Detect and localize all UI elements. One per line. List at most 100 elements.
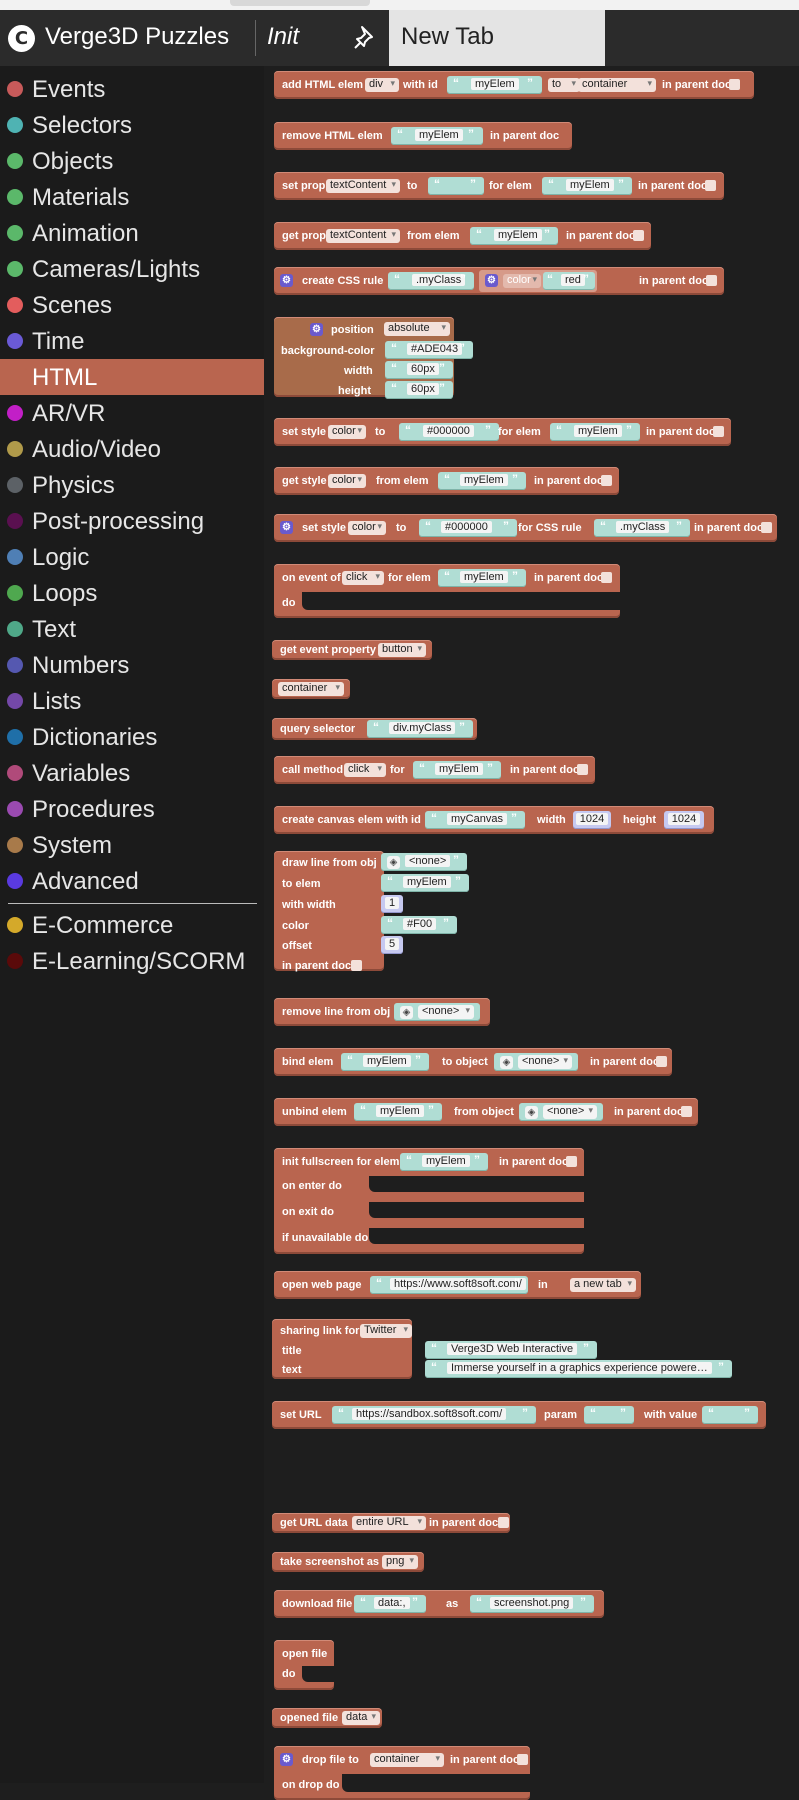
block-set-style-css-rule[interactable]: ⚙ set style color to “#000000” for CSS r…: [274, 514, 777, 542]
object-dropdown[interactable]: <none>: [518, 1055, 572, 1069]
string-input[interactable]: “myElem”: [438, 472, 526, 490]
string-input[interactable]: “myElem”: [542, 177, 632, 195]
string-input[interactable]: “myElem”: [391, 127, 483, 145]
css-prop-block[interactable]: ⚙ color “red”: [479, 270, 597, 292]
workspace[interactable]: add HTML elem div with id “myElem” to co…: [264, 66, 799, 1800]
string-input[interactable]: “#000000”: [399, 423, 499, 441]
parent-doc-checkbox[interactable]: [761, 522, 772, 533]
do-slot[interactable]: [302, 592, 620, 610]
event-dropdown[interactable]: click: [342, 571, 384, 585]
target-dropdown[interactable]: a new tab: [570, 1278, 636, 1292]
sidebar-item-text[interactable]: Text: [0, 611, 264, 647]
parent-doc-checkbox[interactable]: [681, 1106, 692, 1117]
block-download-file[interactable]: download file “data:,” as “screenshot.pn…: [274, 1590, 604, 1618]
parent-doc-checkbox[interactable]: [633, 230, 644, 241]
block-add-html-elem[interactable]: add HTML elem div with id “myElem” to co…: [274, 71, 754, 99]
string-input[interactable]: “Immerse yourself in a graphics experien…: [425, 1360, 732, 1378]
sidebar-item-audio-video[interactable]: Audio/Video: [0, 431, 264, 467]
sidebar-item-selectors[interactable]: Selectors: [0, 107, 264, 143]
tag-dropdown[interactable]: div: [365, 78, 399, 92]
style-dropdown[interactable]: color: [328, 425, 366, 439]
string-input[interactable]: “.myClass”: [594, 519, 690, 537]
block-open-web-page[interactable]: open web page “https://www.soft8soft.com…: [274, 1271, 641, 1299]
position-dropdown[interactable]: to: [548, 78, 580, 92]
sidebar-item-e-commerce[interactable]: E-Commerce: [0, 907, 264, 943]
block-get-style[interactable]: get style color from elem “myElem” in pa…: [274, 467, 619, 495]
parent-doc-checkbox[interactable]: [577, 764, 588, 775]
block-create-canvas[interactable]: create canvas elem with id “myCanvas” wi…: [274, 806, 714, 834]
string-input[interactable]: “60px”: [385, 381, 453, 399]
property-dropdown[interactable]: textContent: [326, 179, 400, 193]
string-input[interactable]: “myElem”: [470, 227, 558, 245]
block-set-style[interactable]: set style color to “#000000” for elem “m…: [274, 418, 731, 446]
parent-doc-checkbox[interactable]: [601, 475, 612, 486]
string-input[interactable]: “myElem”: [354, 1103, 442, 1121]
drop-target-dropdown[interactable]: container: [370, 1753, 444, 1767]
object-dropdown[interactable]: <none>: [418, 1005, 474, 1019]
style-dropdown[interactable]: color: [348, 521, 386, 535]
gear-icon[interactable]: ⚙: [280, 521, 293, 534]
sidebar-item-e-learning-scorm[interactable]: E-Learning/SCORM: [0, 943, 264, 979]
object-input[interactable]: ◈<none>: [394, 1003, 480, 1021]
string-input[interactable]: “div.myClass”: [367, 720, 473, 738]
string-input[interactable]: “myElem”: [438, 569, 526, 587]
parent-doc-checkbox[interactable]: [498, 1517, 509, 1528]
css-prop-dropdown[interactable]: color: [503, 274, 541, 288]
browser-tab[interactable]: [230, 0, 370, 6]
sidebar-item-events[interactable]: Events: [0, 71, 264, 107]
parent-doc-checkbox[interactable]: [656, 1056, 667, 1067]
block-on-event[interactable]: on event of click for elem “myElem” in p…: [274, 564, 620, 618]
string-input[interactable]: “myElem”: [400, 1153, 488, 1171]
url-input[interactable]: “https://www.soft8soft.com/”: [370, 1276, 528, 1294]
url-data-dropdown[interactable]: entire URL: [352, 1516, 426, 1530]
offset-number[interactable]: 5: [381, 936, 403, 954]
string-input[interactable]: “myElem”: [447, 76, 542, 94]
pin-icon[interactable]: [352, 23, 380, 53]
sidebar-item-time[interactable]: Time: [0, 323, 264, 359]
gear-icon[interactable]: ⚙: [310, 323, 323, 336]
sidebar-item-materials[interactable]: Materials: [0, 179, 264, 215]
parent-doc-checkbox[interactable]: [729, 79, 740, 90]
gear-icon[interactable]: ⚙: [280, 274, 293, 287]
parent-doc-checkbox[interactable]: [566, 1156, 577, 1167]
block-take-screenshot[interactable]: take screenshot as png: [272, 1552, 424, 1572]
block-remove-html-elem[interactable]: remove HTML elem “myElem” in parent doc: [274, 122, 572, 150]
sidebar-item-system[interactable]: System: [0, 827, 264, 863]
block-remove-line[interactable]: remove line from obj ◈<none>: [274, 998, 490, 1026]
sidebar-item-objects[interactable]: Objects: [0, 143, 264, 179]
block-set-prop[interactable]: set prop textContent to “” for elem “myE…: [274, 172, 724, 200]
event-property-dropdown[interactable]: button: [378, 643, 426, 657]
sidebar-item-advanced[interactable]: Advanced: [0, 863, 264, 899]
block-get-prop[interactable]: get prop textContent from elem “myElem” …: [274, 222, 651, 250]
string-input[interactable]: “myCanvas”: [425, 811, 525, 829]
sidebar-item-html[interactable]: HTML: [0, 359, 264, 395]
object-dropdown[interactable]: <none>: [543, 1105, 597, 1119]
do-slot[interactable]: [302, 1666, 334, 1682]
property-dropdown[interactable]: textContent: [326, 229, 400, 243]
string-input[interactable]: “myElem”: [341, 1053, 429, 1071]
sidebar-item-ar-vr[interactable]: AR/VR: [0, 395, 264, 431]
parent-doc-checkbox[interactable]: [351, 960, 362, 971]
sidebar-item-loops[interactable]: Loops: [0, 575, 264, 611]
gear-icon[interactable]: ⚙: [485, 274, 498, 287]
block-create-css-rule[interactable]: ⚙ create CSS rule “.myClass” ⚙ color “re…: [274, 267, 724, 295]
block-bind-elem[interactable]: bind elem “myElem” to object ◈<none> in …: [274, 1048, 672, 1076]
sidebar-item-dictionaries[interactable]: Dictionaries: [0, 719, 264, 755]
string-input[interactable]: “#000000”: [419, 519, 517, 537]
parent-doc-checkbox[interactable]: [713, 426, 724, 437]
gear-icon[interactable]: ⚙: [280, 1753, 293, 1766]
block-query-selector[interactable]: query selector “div.myClass”: [272, 718, 477, 740]
block-css-properties[interactable]: ⚙ position absolute background-color “#A…: [274, 317, 473, 399]
string-input[interactable]: “.myClass”: [388, 272, 474, 290]
block-unbind-elem[interactable]: unbind elem “myElem” from object ◈<none>…: [274, 1098, 698, 1126]
sidebar-item-post-processing[interactable]: Post-processing: [0, 503, 264, 539]
param-input[interactable]: “”: [584, 1406, 634, 1424]
sidebar-item-scenes[interactable]: Scenes: [0, 287, 264, 323]
string-input[interactable]: “myElem”: [381, 874, 469, 892]
parent-doc-checkbox[interactable]: [517, 1754, 528, 1765]
block-set-url[interactable]: set URL “https://sandbox.soft8soft.com/”…: [272, 1401, 766, 1429]
string-input[interactable]: “”: [428, 177, 484, 195]
if-unavailable-slot[interactable]: [369, 1228, 584, 1244]
tab-init[interactable]: Init: [267, 23, 300, 50]
sidebar-item-lists[interactable]: Lists: [0, 683, 264, 719]
